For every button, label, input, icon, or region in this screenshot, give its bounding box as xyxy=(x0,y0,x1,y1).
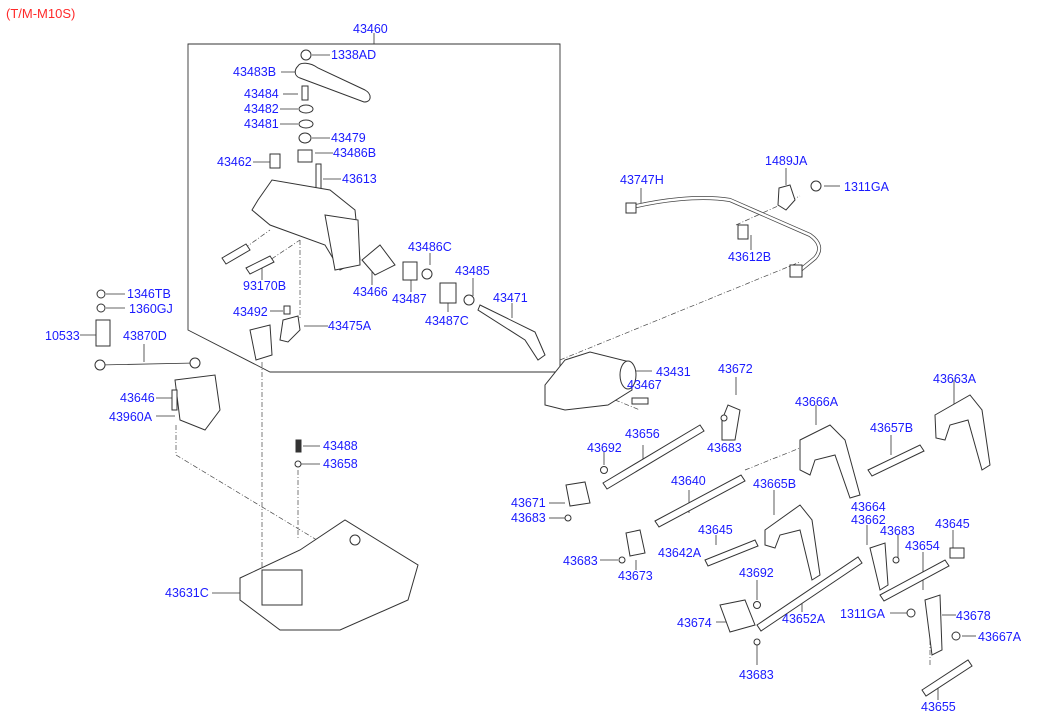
part-label-43672[interactable]: 43672 xyxy=(718,362,753,376)
part-label-43471[interactable]: 43471 xyxy=(493,291,528,305)
part-label-43683-b[interactable]: 43683 xyxy=(511,511,546,525)
part-label-93170B[interactable]: 93170B xyxy=(243,279,287,293)
part-label-43431[interactable]: 43431 xyxy=(656,365,691,379)
part-label-43466[interactable]: 43466 xyxy=(353,285,388,299)
part-label-43657B[interactable]: 43657B xyxy=(870,421,914,435)
shift-lever-parts xyxy=(221,49,546,361)
part-label-1311GA-bottom[interactable]: 1311GA xyxy=(840,607,885,621)
part-label-1311GA-top[interactable]: 1311GA xyxy=(844,180,889,194)
part-label-43486C[interactable]: 43486C xyxy=(408,240,452,254)
part-label-43960A[interactable]: 43960A xyxy=(109,410,153,424)
diagram-title: (T/M-M10S) xyxy=(6,6,76,21)
part-label-43640[interactable]: 43640 xyxy=(671,474,706,488)
part-label-43667A[interactable]: 43667A xyxy=(978,630,1022,644)
part-label-43678[interactable]: 43678 xyxy=(956,609,991,623)
part-label-43460[interactable]: 43460 xyxy=(353,22,388,36)
part-label-43747H[interactable]: 43747H xyxy=(620,173,664,187)
part-label-10533[interactable]: 10533 xyxy=(45,329,80,343)
part-label-43475A[interactable]: 43475A xyxy=(328,319,372,333)
part-label-43655[interactable]: 43655 xyxy=(921,700,956,714)
part-label-43484[interactable]: 43484 xyxy=(244,87,279,101)
part-label-43645-a[interactable]: 43645 xyxy=(698,523,733,537)
part-label-43479[interactable]: 43479 xyxy=(331,131,366,145)
part-label-43870D[interactable]: 43870D xyxy=(123,329,167,343)
part-label-43487[interactable]: 43487 xyxy=(392,292,427,306)
part-label-43645-b[interactable]: 43645 xyxy=(935,517,970,531)
part-label-43646[interactable]: 43646 xyxy=(120,391,155,405)
part-label-43483B[interactable]: 43483B xyxy=(233,65,277,79)
part-label-43482[interactable]: 43482 xyxy=(244,102,279,116)
part-label-1346TB[interactable]: 1346TB xyxy=(127,287,171,301)
part-label-43692-a[interactable]: 43692 xyxy=(587,441,622,455)
actuator-43431 xyxy=(544,351,649,411)
leader-lines xyxy=(80,54,976,700)
part-label-43613[interactable]: 43613 xyxy=(342,172,377,186)
part-label-43467[interactable]: 43467 xyxy=(627,378,662,392)
part-label-1338AD[interactable]: 1338AD xyxy=(331,48,377,62)
part-label-43631C[interactable]: 43631C xyxy=(165,586,209,600)
part-label-43674[interactable]: 43674 xyxy=(677,616,712,630)
shift-rods xyxy=(600,424,973,697)
part-label-43683-c[interactable]: 43683 xyxy=(880,524,915,538)
shift-forks xyxy=(564,394,991,656)
part-label-43486B[interactable]: 43486B xyxy=(333,146,377,160)
cover-43631C xyxy=(239,519,419,631)
part-label-1360GJ[interactable]: 1360GJ xyxy=(129,302,173,316)
part-label-43683-a[interactable]: 43683 xyxy=(707,441,742,455)
part-label-43683-e[interactable]: 43683 xyxy=(739,668,774,682)
part-label-43673[interactable]: 43673 xyxy=(618,569,653,583)
part-label-43654[interactable]: 43654 xyxy=(905,539,940,553)
part-label-43462[interactable]: 43462 xyxy=(217,155,252,169)
part-label-43658[interactable]: 43658 xyxy=(323,457,358,471)
part-label-43481[interactable]: 43481 xyxy=(244,117,279,131)
part-label-43683-d[interactable]: 43683 xyxy=(563,554,598,568)
part-label-43485[interactable]: 43485 xyxy=(455,264,490,278)
part-label-43665B[interactable]: 43665B xyxy=(753,477,797,491)
part-label-43664[interactable]: 43664 xyxy=(851,500,886,514)
part-label-43488[interactable]: 43488 xyxy=(323,439,358,453)
part-label-1489JA[interactable]: 1489JA xyxy=(765,154,808,168)
part-label-43487C[interactable]: 43487C xyxy=(425,314,469,328)
part-label-43662[interactable]: 43662 xyxy=(851,513,886,527)
part-label-43692-b[interactable]: 43692 xyxy=(739,566,774,580)
part-label-43642A[interactable]: 43642A xyxy=(658,546,702,560)
part-label-43666A[interactable]: 43666A xyxy=(795,395,839,409)
part-label-43612B[interactable]: 43612B xyxy=(728,250,772,264)
part-label-43656[interactable]: 43656 xyxy=(625,427,660,441)
part-label-43492[interactable]: 43492 xyxy=(233,305,268,319)
part-label-43663A[interactable]: 43663A xyxy=(933,372,977,386)
part-label-43671[interactable]: 43671 xyxy=(511,496,546,510)
assembly-outline-43460 xyxy=(187,43,561,373)
part-label-43652A[interactable]: 43652A xyxy=(782,612,826,626)
linkage-parts xyxy=(94,289,221,431)
